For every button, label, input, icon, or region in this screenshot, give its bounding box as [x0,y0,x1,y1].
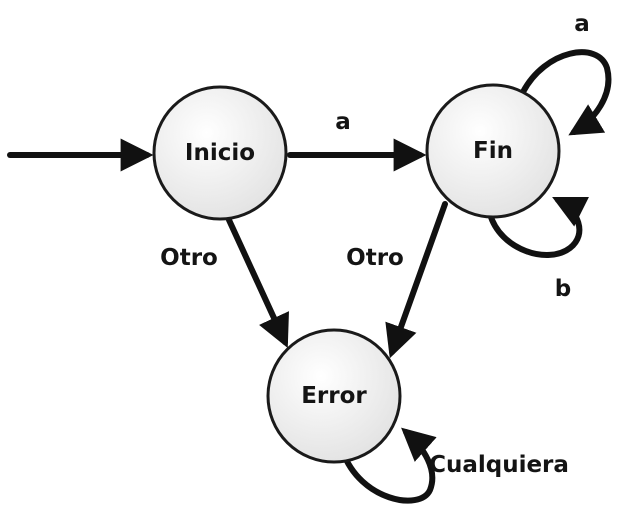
edge-inicio-error-label: Otro [160,245,218,271]
edge-fin-loop-a [520,49,612,136]
edge-fin-loop-a-label: a [574,11,590,37]
state-fin: Fin [425,83,561,219]
edge-fin-error-label: Otro [346,245,404,271]
edge-inicio-error [226,217,289,348]
state-inicio-label: Inicio [185,140,255,166]
state-fin-label: Fin [473,138,513,164]
edge-fin-error [385,201,448,359]
edge-fin-loop-b-label: b [555,276,571,302]
edge-error-loop [340,427,437,504]
state-error-label: Error [301,383,367,409]
edge-fin-loop-b [487,197,589,258]
edge-inicio-fin-label: a [335,109,351,135]
state-inicio: Inicio [152,85,288,221]
edge-error-loop-label: Cualquiera [429,452,569,478]
state-error: Error [266,328,402,464]
